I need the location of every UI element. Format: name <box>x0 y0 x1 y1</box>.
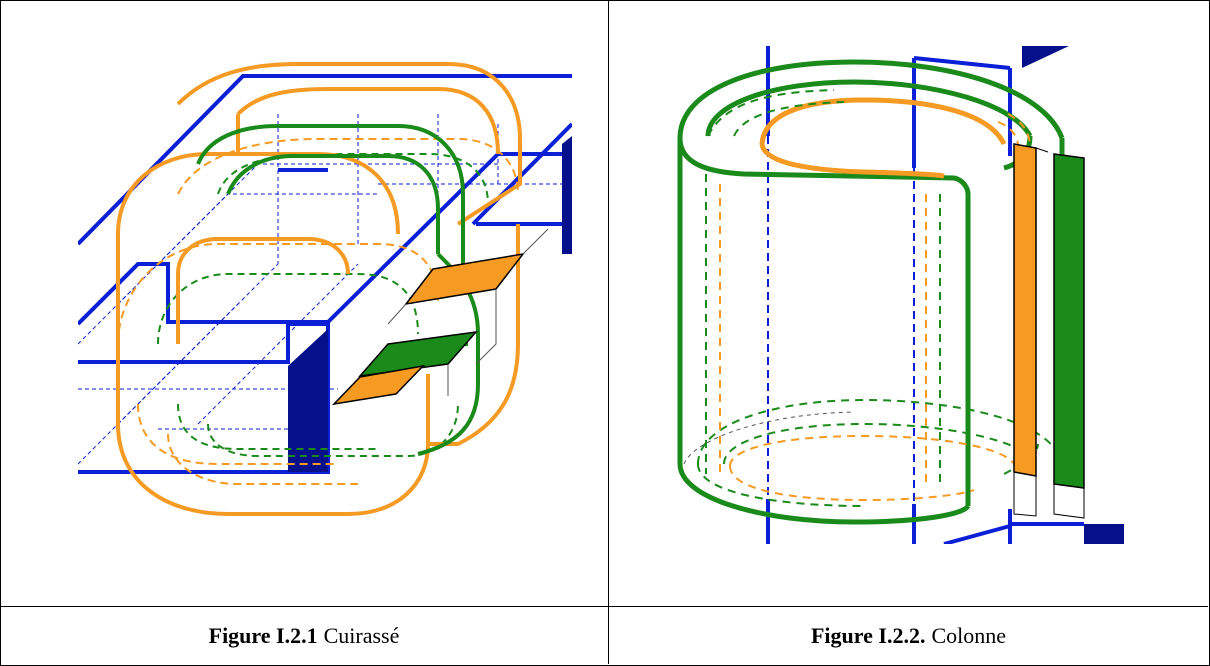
figure-title-right: Colonne <box>931 622 1007 648</box>
shell-transformer-drawing <box>78 62 572 516</box>
figure-number-right: Figure I.2.2. <box>810 622 926 648</box>
core-transformer-drawing <box>677 46 1124 544</box>
figure-caption-right: Figure I.2.2. Colonne <box>609 607 1208 664</box>
figure-caption-left: Figure I.2.1 Cuirassé <box>0 607 608 664</box>
figure-number-left: Figure I.2.1 <box>208 622 318 648</box>
table-column-divider <box>608 0 609 664</box>
shell-transformer-illustration <box>78 44 572 534</box>
table-row-divider <box>0 606 1208 607</box>
figure-title-left: Cuirassé <box>323 622 400 648</box>
core-transformer-illustration <box>664 44 1124 544</box>
